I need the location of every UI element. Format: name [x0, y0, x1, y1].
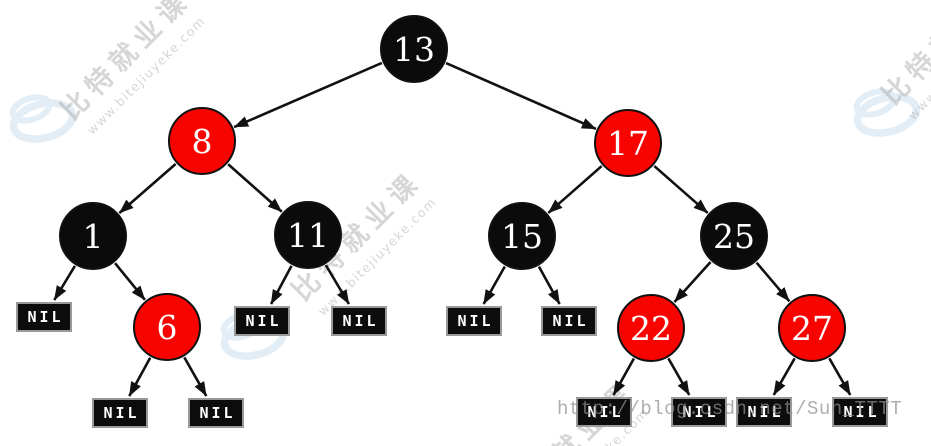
tree-node-27: 27 — [778, 294, 846, 362]
tree-edge-25-22 — [673, 261, 712, 303]
nil-leaf-nil-22R: NIL — [671, 397, 727, 427]
tree-node-25: 25 — [700, 202, 768, 270]
tree-edge-15-nil-15R — [537, 266, 561, 305]
tree-edge-8-11 — [227, 163, 283, 213]
nil-leaf-nil-15R: NIL — [541, 306, 597, 336]
nil-leaf-nil-22L: NIL — [576, 397, 632, 427]
tree-edge-22-nil-22L — [612, 357, 636, 396]
nil-leaf-nil-15L: NIL — [446, 306, 502, 336]
tree-edge-11-nil-11L — [269, 265, 293, 305]
tree-edge-1-nil-1L — [53, 265, 76, 301]
tree-node-22: 22 — [617, 294, 685, 362]
tree-edge-1-6 — [114, 262, 146, 301]
nil-leaf-nil-1L: NIL — [16, 302, 72, 332]
tree-edge-15-nil-15L — [482, 265, 506, 305]
tree-node-1: 1 — [59, 202, 127, 270]
tree-edge-13-8 — [233, 61, 383, 129]
nil-leaf-nil-11L: NIL — [234, 306, 290, 336]
tree-node-11: 11 — [274, 201, 342, 269]
tree-edge-13-17 — [445, 61, 597, 131]
tree-edge-17-15 — [547, 165, 603, 214]
tree-edge-6-nil-6L — [128, 357, 152, 397]
nil-leaf-nil-27L: NIL — [736, 397, 792, 427]
tree-edge-11-nil-11R — [324, 264, 351, 305]
tree-edge-17-25 — [653, 165, 709, 214]
nil-leaf-nil-11R: NIL — [331, 306, 387, 336]
tree-edge-6-nil-6R — [183, 356, 208, 397]
tree-edge-27-nil-27L — [772, 357, 796, 396]
tree-node-8: 8 — [168, 107, 236, 175]
nil-leaf-nil-27R: NIL — [832, 397, 888, 427]
tree-node-13: 13 — [380, 15, 448, 83]
tree-edge-8-1 — [118, 163, 177, 214]
nil-leaf-nil-6L: NIL — [92, 398, 148, 428]
tree-node-17: 17 — [594, 109, 662, 177]
tree-node-6: 6 — [133, 293, 201, 361]
brand-logo-swoosh-icon — [853, 88, 921, 137]
tree-node-15: 15 — [488, 202, 556, 270]
nil-leaf-nil-6R: NIL — [188, 398, 244, 428]
tree-edge-22-nil-22R — [667, 357, 691, 396]
tree-edge-25-27 — [755, 261, 791, 303]
brand-logo-swoosh-icon — [9, 94, 77, 143]
tree-edge-27-nil-27R — [828, 357, 852, 396]
